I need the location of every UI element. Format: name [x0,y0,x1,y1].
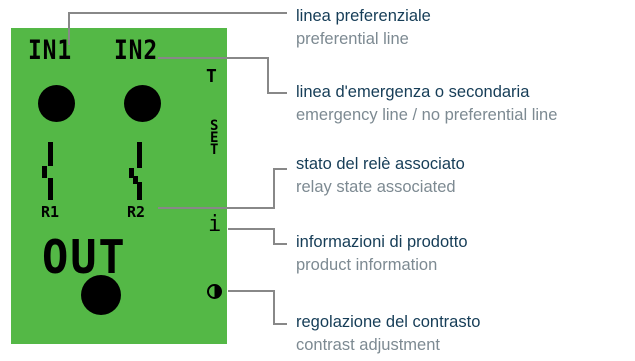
in1-label: IN1 [28,35,73,66]
caption-en: preferential line [296,29,409,48]
caption-en: emergency line / no preferential line [296,105,558,124]
caption-it: linea preferenziale [296,7,431,25]
relay2-segment [129,168,134,178]
callout-line-info [228,228,287,245]
relay1-segment [48,178,53,200]
caption-it: regolazione del contrasto [296,313,481,331]
relay1-segment [48,142,53,166]
callout-line-contrast [228,290,287,325]
info-icon: i [208,212,222,237]
set-button-label: S E T [210,118,219,158]
caption-relay-state: stato del relè associato relay state ass… [296,155,465,198]
caption-product-information: informazioni di prodotto product informa… [296,233,468,276]
caption-emergency-line: linea d'emergenza o secondaria emergency… [296,83,557,126]
relay2-segment [133,176,138,184]
caption-it: stato del relè associato [296,155,465,173]
out-label: OUT [42,230,127,284]
relay1-segment [42,166,47,178]
caption-it: linea d'emergenza o secondaria [296,83,530,101]
relay2-segment [137,182,142,200]
caption-it: informazioni di prodotto [296,233,468,251]
caption-en: relay state associated [296,177,456,196]
lcd-display: IN1 IN2 T S E T R1 R2 i OUT [11,28,227,344]
in2-led-icon [124,85,161,122]
in1-led-icon [38,85,75,122]
caption-preferential-line: linea preferenziale preferential line [296,7,431,50]
r1-label: R1 [41,203,60,221]
contrast-icon [207,284,222,299]
out-led-icon [81,275,121,315]
relay-symbols [42,142,142,200]
caption-contrast-adjustment: regolazione del contrasto contrast adjus… [296,313,480,356]
r2-label: R2 [127,203,146,221]
caption-en: contrast adjustment [296,335,440,354]
relay2-segment [137,142,142,168]
caption-en: product information [296,255,438,274]
